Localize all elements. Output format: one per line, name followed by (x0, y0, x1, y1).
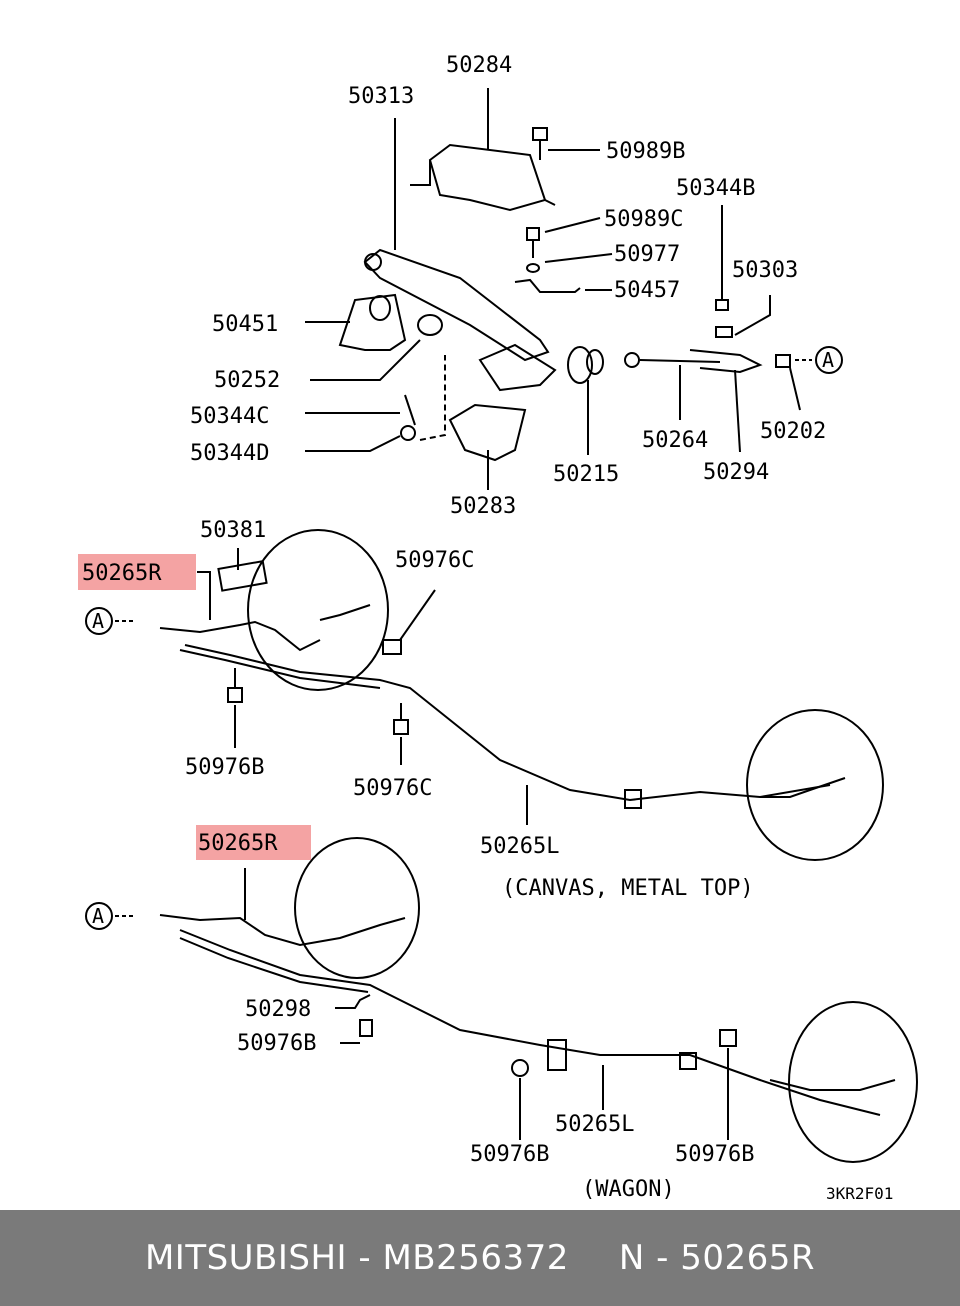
part-50303: 50303 (732, 258, 798, 283)
part-50381: 50381 (200, 518, 266, 543)
part-50294: 50294 (703, 460, 769, 485)
wagon-note: (WAGON) (582, 1177, 675, 1202)
part-50344d: 50344D (190, 441, 269, 466)
part-50344c: 50344C (190, 404, 269, 429)
ref-a-2: A (92, 609, 104, 633)
brand-part-number: MITSUBISHI - MB256372 (144, 1238, 569, 1278)
part-50976c-a: 50976C (395, 548, 474, 573)
part-50298: 50298 (245, 997, 311, 1022)
canvas-metal-top-note: (CANVAS, METAL TOP) (502, 876, 754, 901)
part-50202: 50202 (760, 419, 826, 444)
diagram-code: 3KR2F01 (826, 1184, 893, 1203)
part-50989b: 50989B (606, 139, 685, 164)
part-50265l-a: 50265L (480, 834, 559, 859)
part-50976b-b: 50976B (237, 1031, 316, 1056)
part-50264: 50264 (642, 428, 708, 453)
part-50451: 50451 (212, 312, 278, 337)
footer-bar: MITSUBISHI - MB256372 N - 50265R (0, 1210, 960, 1306)
part-50976b-d: 50976B (675, 1142, 754, 1167)
part-50284: 50284 (446, 53, 512, 78)
highlight-50265r-top (78, 554, 196, 590)
part-50976c-b: 50976C (353, 776, 432, 801)
part-50265l-b: 50265L (555, 1112, 634, 1137)
part-50265r-bottom: 50265R (198, 831, 278, 856)
ref-a-1: A (822, 348, 834, 372)
part-50252: 50252 (214, 368, 280, 393)
part-50977: 50977 (614, 242, 680, 267)
parking-brake-exploded-diagram: 50284 50313 50989B 50344B 50989C 50977 5… (78, 53, 918, 1203)
ref-a-3: A (92, 904, 104, 928)
reference-number: N - 50265R (618, 1238, 816, 1278)
part-50344b: 50344B (676, 176, 755, 201)
drawing-lines (85, 88, 918, 1163)
part-50976b-a: 50976B (185, 755, 264, 780)
highlight-50265r-bottom (196, 825, 311, 860)
part-50989c: 50989C (604, 207, 683, 232)
part-50976b-c: 50976B (470, 1142, 549, 1167)
part-50457: 50457 (614, 278, 680, 303)
part-50313: 50313 (348, 84, 414, 109)
part-50283: 50283 (450, 494, 516, 519)
part-50265r-top: 50265R (82, 561, 162, 586)
part-50215: 50215 (553, 462, 619, 487)
